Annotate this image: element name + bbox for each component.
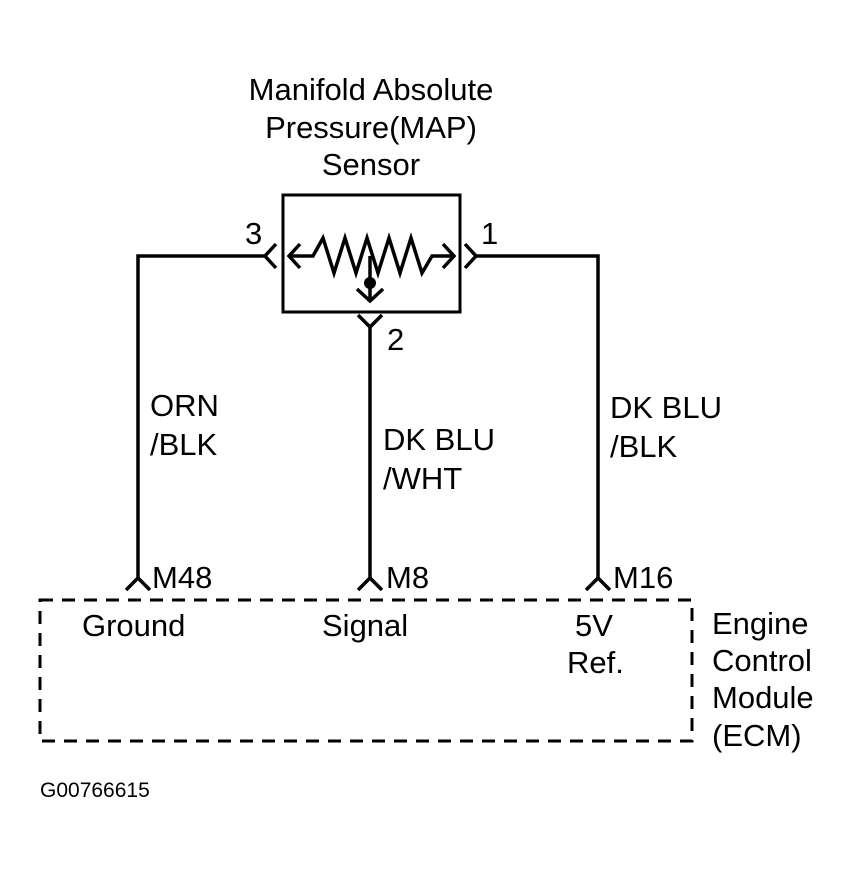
m16-label: M16 (613, 560, 673, 595)
m48-label: M48 (152, 560, 212, 595)
ground-wire-color-line2: /BLK (150, 427, 218, 462)
pin2-connector (356, 313, 384, 330)
pin2-label: 2 (387, 322, 404, 357)
sensor-title-line2: Pressure(MAP) (265, 110, 477, 145)
wiper-junction-dot (364, 277, 376, 289)
sensor-title-line1: Manifold Absolute (249, 72, 494, 107)
m8-terminal (356, 575, 384, 592)
ground-wire-color-line1: ORN (150, 388, 219, 423)
m48-terminal (124, 575, 152, 592)
sensor-body (281, 193, 462, 314)
signal-wire-color-line2: /WHT (383, 461, 462, 496)
pin1-connector (463, 242, 479, 270)
ecm-name-line2: Control (712, 643, 812, 678)
ecm-name-line1: Engine (712, 606, 809, 641)
ecm-ref-label-line2: Ref. (567, 645, 624, 680)
reference-wire-color-line1: DK BLU (610, 390, 722, 425)
sensor-title-line3: Sensor (322, 147, 420, 182)
pin3-connector (262, 242, 278, 270)
ecm-signal-label: Signal (322, 608, 408, 643)
pin3-label: 3 (245, 216, 262, 251)
pin1-label: 1 (481, 216, 498, 251)
m8-label: M8 (386, 560, 429, 595)
figure-id: G00766615 (40, 779, 150, 802)
m16-terminal (584, 575, 612, 592)
potentiometer-symbol (286, 232, 457, 304)
ecm-ground-label: Ground (82, 608, 185, 643)
reference-wire (476, 254, 600, 578)
ecm-name-line3: Module (712, 680, 814, 715)
ecm-name-line4: (ECM) (712, 718, 802, 753)
ground-wire (136, 254, 265, 578)
ecm-ref-label-line1: 5V (575, 608, 613, 643)
reference-wire-color-line2: /BLK (610, 429, 678, 464)
signal-wire-color-line1: DK BLU (383, 422, 495, 457)
